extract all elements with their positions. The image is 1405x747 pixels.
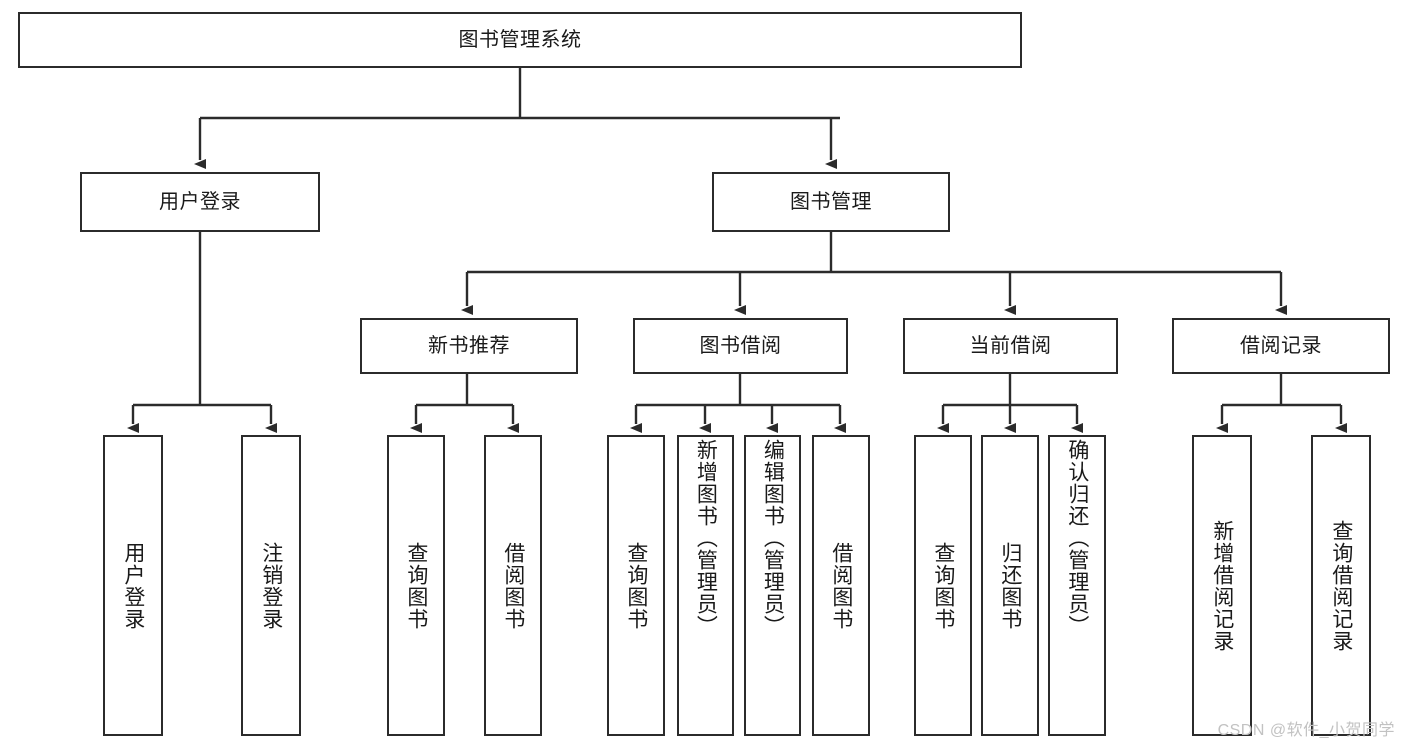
node-leaf-confirm-return[interactable]: 确认归还（管理员） bbox=[1048, 435, 1106, 736]
node-leaf-query-book-1-label: 查询图书 bbox=[404, 541, 428, 630]
node-book-borrow[interactable]: 图书借阅 bbox=[633, 318, 848, 374]
node-leaf-query-record[interactable]: 查询借阅记录 bbox=[1311, 435, 1371, 736]
node-new-book-recommend-label: 新书推荐 bbox=[428, 335, 510, 357]
node-leaf-borrow-book-2-label: 借阅图书 bbox=[829, 541, 853, 630]
node-leaf-confirm-return-label: 确认归还（管理员） bbox=[1065, 439, 1089, 637]
node-current-borrow[interactable]: 当前借阅 bbox=[903, 318, 1118, 374]
node-root-label: 图书管理系统 bbox=[458, 29, 582, 51]
node-leaf-edit-book[interactable]: 编辑图书（管理员） bbox=[744, 435, 801, 736]
node-book-manage[interactable]: 图书管理 bbox=[712, 172, 950, 232]
node-leaf-return-book[interactable]: 归还图书 bbox=[981, 435, 1039, 736]
node-leaf-add-book[interactable]: 新增图书（管理员） bbox=[677, 435, 734, 736]
node-leaf-user-login[interactable]: 用户登录 bbox=[103, 435, 163, 736]
node-new-book-recommend[interactable]: 新书推荐 bbox=[360, 318, 578, 374]
node-leaf-query-book-2[interactable]: 查询图书 bbox=[607, 435, 665, 736]
node-user-login-label: 用户登录 bbox=[159, 191, 241, 213]
node-borrow-record[interactable]: 借阅记录 bbox=[1172, 318, 1390, 374]
node-leaf-query-book-1[interactable]: 查询图书 bbox=[387, 435, 445, 736]
node-leaf-query-book-3[interactable]: 查询图书 bbox=[914, 435, 972, 736]
node-book-manage-label: 图书管理 bbox=[790, 191, 872, 213]
node-leaf-edit-book-label: 编辑图书（管理员） bbox=[761, 439, 785, 637]
node-leaf-return-book-label: 归还图书 bbox=[998, 541, 1022, 630]
node-leaf-query-book-3-label: 查询图书 bbox=[931, 541, 955, 630]
node-leaf-borrow-book-1-label: 借阅图书 bbox=[501, 541, 525, 630]
node-leaf-logout-login-label: 注销登录 bbox=[259, 541, 283, 630]
node-leaf-borrow-book-1[interactable]: 借阅图书 bbox=[484, 435, 542, 736]
node-leaf-query-record-label: 查询借阅记录 bbox=[1329, 519, 1353, 652]
node-root[interactable]: 图书管理系统 bbox=[18, 12, 1022, 68]
node-borrow-record-label: 借阅记录 bbox=[1240, 335, 1322, 357]
node-leaf-add-record[interactable]: 新增借阅记录 bbox=[1192, 435, 1252, 736]
node-current-borrow-label: 当前借阅 bbox=[969, 335, 1052, 357]
node-leaf-add-book-label: 新增图书（管理员） bbox=[694, 439, 718, 637]
node-leaf-query-book-2-label: 查询图书 bbox=[624, 541, 648, 630]
node-book-borrow-label: 图书借阅 bbox=[699, 335, 782, 357]
node-leaf-borrow-book-2[interactable]: 借阅图书 bbox=[812, 435, 870, 736]
node-leaf-add-record-label: 新增借阅记录 bbox=[1210, 519, 1234, 652]
node-user-login[interactable]: 用户登录 bbox=[80, 172, 320, 232]
watermark: CSDN @软件_小贺同学 bbox=[1217, 722, 1395, 739]
node-leaf-logout-login[interactable]: 注销登录 bbox=[241, 435, 301, 736]
node-leaf-user-login-label: 用户登录 bbox=[121, 541, 145, 630]
